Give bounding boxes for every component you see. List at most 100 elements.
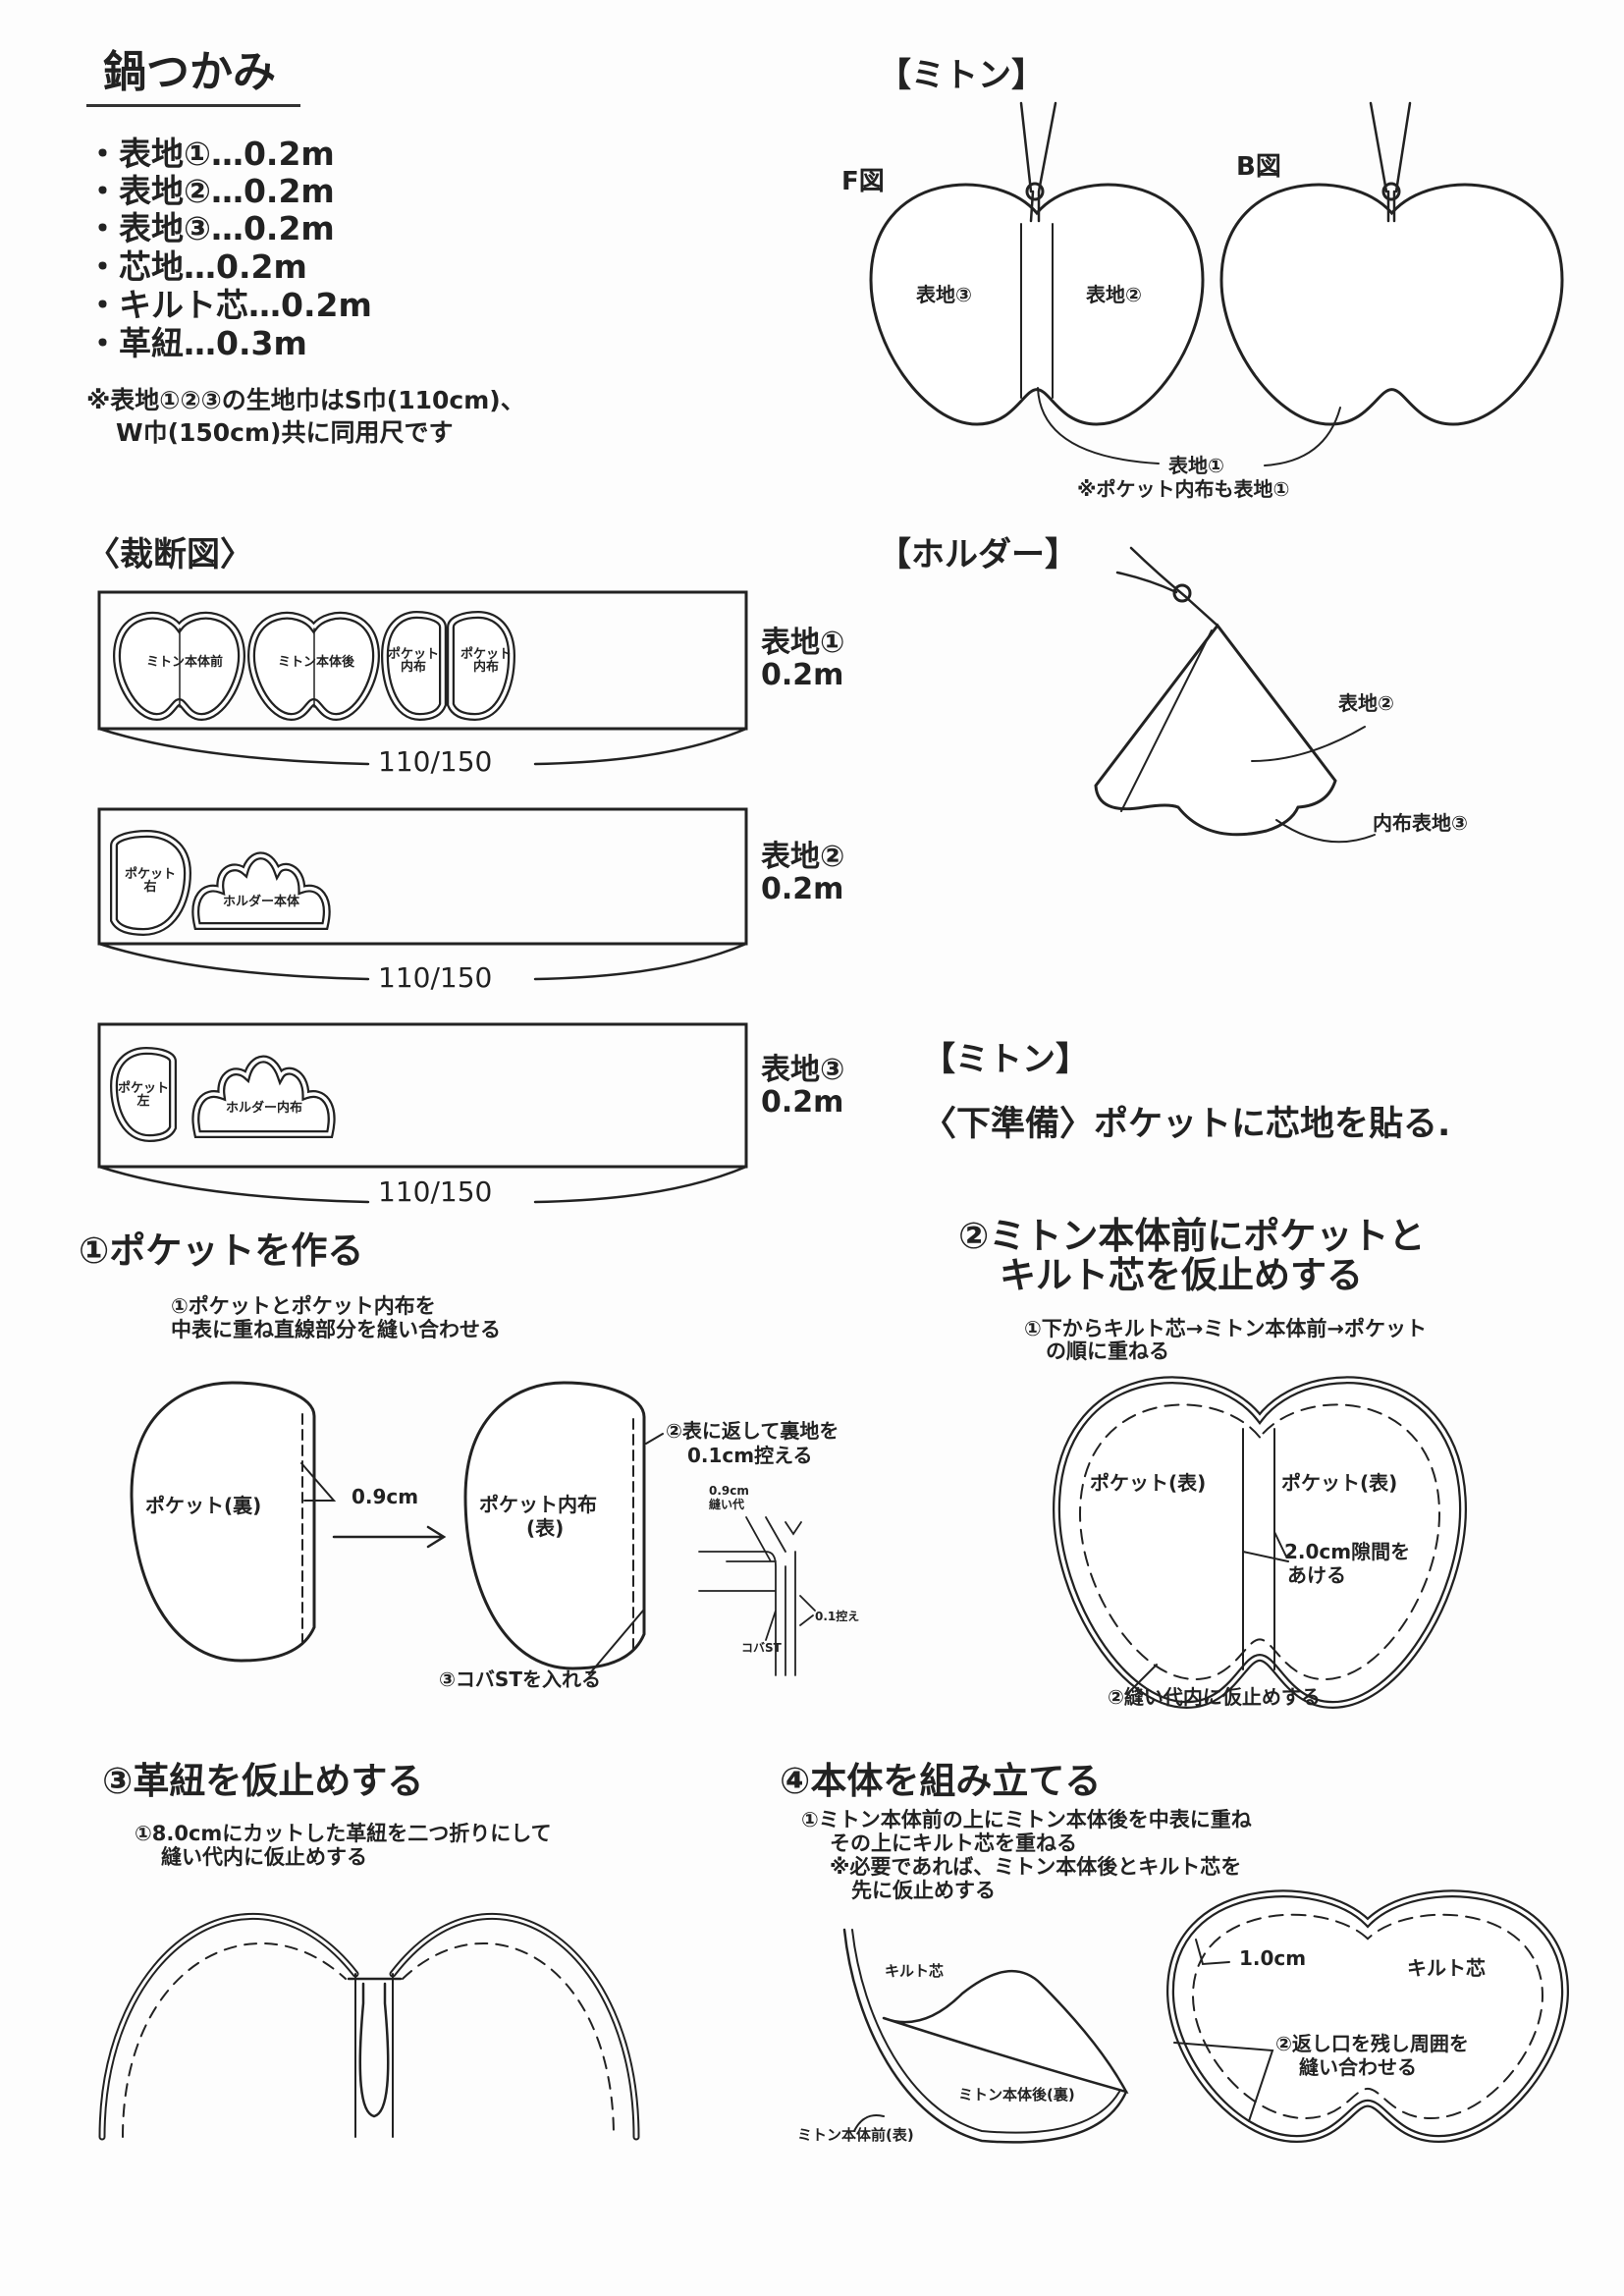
pocket-label: ポケット(表) — [1090, 1471, 1207, 1495]
quilt-batting-label: キルト芯 — [885, 1962, 945, 1980]
seam-allowance-label: 1.0cm — [1239, 1946, 1307, 1970]
arrow-icon — [332, 1525, 447, 1549]
mitten-with-pockets-outline-inner — [1055, 1378, 1465, 1707]
piece-label: ポケット 内布 — [460, 647, 512, 675]
seam-detail — [698, 1516, 816, 1676]
pocket-lining-piece-inner — [383, 613, 445, 719]
step2-instruction: の順に重ねる — [1046, 1339, 1169, 1363]
dimension-pointer — [300, 1462, 337, 1502]
leather-loop — [1369, 101, 1412, 223]
mitten-back-label: ミトン本体後(裏) — [958, 2086, 1075, 2104]
gap-label: 2.0cm隙間を — [1284, 1540, 1411, 1563]
fabric-length: 0.2m — [761, 872, 844, 906]
fabric-label: 表地① — [1168, 454, 1224, 477]
fabric-name: 表地② — [761, 840, 845, 874]
fabric-label: 表地② — [1338, 691, 1394, 715]
width-bracket — [97, 1165, 370, 1204]
fabric-cutting-box — [97, 807, 748, 946]
piece-label: ポケット 右 — [124, 867, 176, 895]
leader-line — [1037, 387, 1160, 465]
leather-loop — [1019, 101, 1057, 223]
leader-line — [1275, 819, 1376, 844]
preparation-text: 〈下準備〉ポケットに芯地を貼る. — [922, 1105, 1451, 1144]
piece-label: ホルダー本体 — [222, 895, 299, 909]
mitten-steps-heading: 【ミトン】 — [922, 1040, 1089, 1079]
turn-instruction: ②表に返して裏地を — [666, 1419, 839, 1443]
leader-line — [1251, 726, 1366, 762]
leader-line — [588, 1433, 664, 1675]
fabric-length: 0.2m — [761, 658, 844, 692]
pocket-left-piece-inner — [112, 1049, 175, 1140]
pocket-right-piece-inner — [112, 832, 189, 934]
step1-heading: ①ポケットを作る — [79, 1230, 364, 1272]
center-strip — [354, 1973, 394, 2138]
detail-stitch-label: コバST — [741, 1641, 782, 1655]
pocket-lining-note: ※ポケット内布も表地① — [1077, 477, 1290, 501]
step4-instruction: ※必要であれば、ミトン本体後とキルト芯を — [830, 1855, 1242, 1879]
fabric-label: 表地② — [1086, 283, 1142, 306]
step4-instruction: その上にキルト芯を重ねる — [830, 1831, 1077, 1855]
mitten-top-edge-inner — [391, 1915, 638, 2139]
center-strip — [1020, 223, 1054, 399]
mitten-back-outline — [1219, 183, 1564, 426]
piece-label: ポケット 内布 — [387, 647, 439, 675]
sew-instruction: 縫い合わせる — [1299, 2055, 1417, 2079]
pocket-lining-label: ポケット内布 — [479, 1493, 597, 1516]
fabric-cutting-box — [97, 1022, 748, 1169]
step2-heading: キルト芯を仮止めする — [1000, 1254, 1363, 1296]
step3-heading: ③革紐を仮止めする — [102, 1760, 424, 1802]
width-bracket — [533, 727, 748, 766]
width-bracket — [97, 727, 370, 766]
holder-string — [1115, 546, 1219, 628]
step2-heading: ②ミトン本体前にポケットと — [958, 1215, 1426, 1257]
piece-label: ホルダー内布 — [225, 1101, 302, 1116]
page-title: 鍋つかみ — [103, 47, 276, 97]
sew-instruction: ②返し口を残し周囲を — [1275, 2032, 1469, 2055]
holder-body-piece-inner — [193, 853, 329, 928]
pocket-lining-piece-inner — [449, 613, 514, 719]
width-bracket — [533, 942, 748, 981]
gap-label: あける — [1287, 1563, 1346, 1587]
step1-instruction: ①ポケットとポケット内布を — [171, 1294, 436, 1318]
mitten-front-outline — [869, 183, 1205, 426]
holder-outline — [1094, 623, 1337, 837]
holder-inner-edge — [1120, 629, 1213, 812]
pocket-lining-shape — [463, 1381, 646, 1670]
leader-line — [853, 2114, 885, 2132]
holder-lining-piece-inner — [193, 1057, 334, 1136]
material-item: ・芯地…0.2m — [86, 247, 307, 286]
fabric-name: 表地③ — [761, 1053, 845, 1087]
width-bracket — [97, 942, 370, 981]
piece-label: ミトン本体後 — [277, 655, 354, 670]
mitten-layers — [842, 1928, 1128, 2144]
mitten-top-edge-inner — [100, 1915, 357, 2139]
basting-line — [122, 1942, 615, 2138]
fabric-width-note: ※表地①②③の生地巾はS巾(110cm)、 — [86, 386, 525, 414]
title-underline — [86, 104, 300, 107]
knot-icon — [1172, 583, 1192, 603]
leader-line — [1242, 1531, 1289, 1562]
leader-line — [1264, 407, 1341, 466]
assembled-mitten-outline-inner — [1168, 1891, 1567, 2141]
knot-icon — [1025, 182, 1045, 201]
piece-label: ポケット 左 — [117, 1081, 169, 1109]
material-item: ・キルト芯…0.2m — [86, 286, 372, 324]
leader-line — [1173, 2042, 1274, 2122]
pocket-edges — [1242, 1428, 1275, 1670]
leather-loop — [347, 1977, 403, 2118]
mitten-layers — [851, 1929, 1120, 2134]
pocket-back-label: ポケット(裏) — [145, 1494, 262, 1517]
mitten-top-edge — [389, 1913, 640, 2141]
step4-heading: ④本体を組み立てる — [780, 1760, 1102, 1802]
detail-seam-label: 縫い代 — [709, 1498, 745, 1511]
leader-line — [1126, 1664, 1158, 1695]
pocket-label: ポケット(表) — [1281, 1471, 1398, 1495]
material-item: ・表地③…0.2m — [86, 209, 335, 247]
turn-instruction: 0.1cm控える — [687, 1444, 813, 1467]
step4-instruction: 先に仮止めする — [851, 1879, 996, 1902]
holder-body-piece — [191, 851, 331, 930]
fabric-width-label: 110/150 — [378, 1175, 493, 1208]
fabric-label: 表地③ — [916, 283, 972, 306]
fabric-cutting-box — [97, 590, 748, 731]
